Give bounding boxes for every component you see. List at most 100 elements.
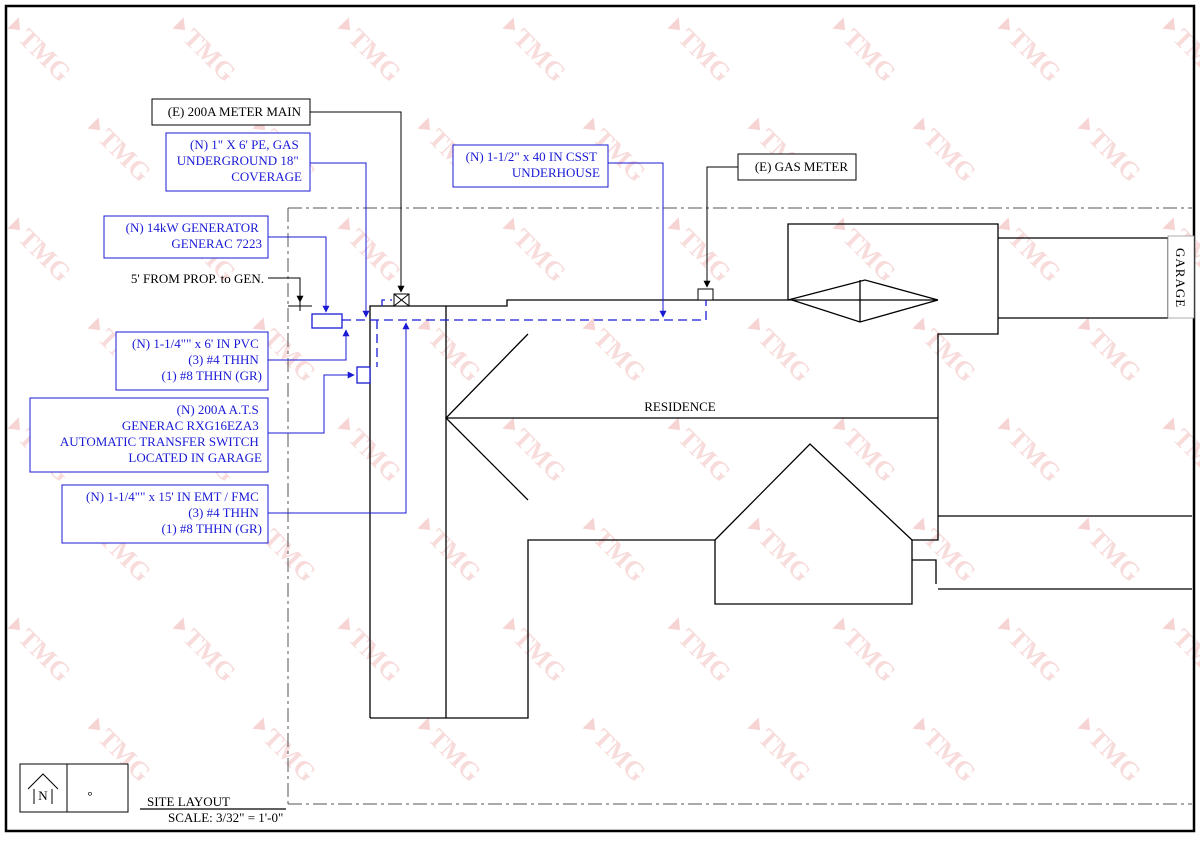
watermark-mark: TMG bbox=[502, 417, 572, 487]
watermark-mark: TMG bbox=[747, 717, 817, 787]
watermark-text: TMG bbox=[587, 523, 651, 587]
watermark-text: TMG bbox=[837, 623, 901, 687]
garage-label-group: GARAGE bbox=[1167, 235, 1195, 319]
watermark-text: TMG bbox=[672, 423, 736, 487]
watermark-mark: TMG bbox=[417, 517, 487, 587]
watermark-mark: TMG bbox=[997, 217, 1067, 287]
watermark-mark: TMG bbox=[252, 717, 322, 787]
sheet-border bbox=[4, 4, 1196, 833]
watermark-text: TMG bbox=[12, 223, 76, 287]
watermark-mark: TMG bbox=[582, 717, 652, 787]
watermark-text: TMG bbox=[837, 223, 901, 287]
watermark-mark: TMG bbox=[87, 117, 157, 187]
watermark-text: TMG bbox=[422, 723, 486, 787]
callout-ats: (N) 200A A.T.S GENERAC RXG16EZA3 AUTOMAT… bbox=[29, 397, 269, 473]
blue-leaders bbox=[268, 162, 667, 514]
callout-meter-main: (E) 200A METER MAIN bbox=[151, 98, 311, 126]
watermark-mark: TMG bbox=[1077, 117, 1147, 187]
watermark-mark: TMG bbox=[7, 217, 77, 287]
watermark-mark: TMG bbox=[832, 617, 902, 687]
watermark-text: TMG bbox=[837, 23, 901, 87]
watermark-text: TMG bbox=[12, 623, 76, 687]
watermark-mark: TMG bbox=[502, 17, 572, 87]
watermark-mark: TMG bbox=[667, 417, 737, 487]
watermark-mark: TMG bbox=[502, 217, 572, 287]
watermark-text: TMG bbox=[342, 423, 406, 487]
watermark-text: TMG bbox=[422, 323, 486, 387]
watermark-mark: TMG bbox=[667, 617, 737, 687]
callout-pvc: (N) 1-1/4"" x 6' IN PVC (3) #4 THHN (1) … bbox=[115, 331, 269, 391]
watermark-text: TMG bbox=[672, 23, 736, 87]
watermark-mark: TMG bbox=[417, 717, 487, 787]
watermark-text: TMG bbox=[507, 623, 571, 687]
watermark-mark: TMG bbox=[337, 17, 407, 87]
watermark-text: TMG bbox=[257, 723, 321, 787]
watermark-text: TMG bbox=[917, 523, 981, 587]
watermark-text: TMG bbox=[752, 523, 816, 587]
generator-symbol bbox=[311, 313, 343, 329]
watermark-mark: TMG bbox=[667, 17, 737, 87]
watermark-text: TMG bbox=[752, 323, 816, 387]
watermark-mark: TMG bbox=[7, 617, 77, 687]
watermark-text: TMG bbox=[1002, 423, 1066, 487]
watermark-text: TMG bbox=[177, 23, 241, 87]
watermark-text: TMG bbox=[1082, 323, 1146, 387]
callout-ats-text: (N) 200A A.T.S GENERAC RXG16EZA3 AUTOMAT… bbox=[60, 402, 262, 465]
watermark-text: TMG bbox=[1002, 223, 1066, 287]
black-leaders bbox=[268, 111, 744, 303]
watermark-text: TMG bbox=[507, 223, 571, 287]
watermark-mark: TMG bbox=[417, 317, 487, 387]
watermark-text: TMG bbox=[752, 723, 816, 787]
residence-footprint bbox=[369, 223, 1192, 719]
watermark-text: TMG bbox=[1082, 123, 1146, 187]
callout-generator: (N) 14kW GENERATOR GENERAC 7223 bbox=[103, 215, 269, 259]
meter-main-symbol bbox=[393, 293, 410, 307]
gas-meter-symbol bbox=[697, 288, 714, 301]
watermark-mark: TMG bbox=[747, 317, 817, 387]
callout-emt: (N) 1-1/4"" x 15' IN EMT / FMC (3) #4 TH… bbox=[61, 484, 269, 544]
callout-pvc-text: (N) 1-1/4"" x 6' IN PVC (3) #4 THHN (1) … bbox=[132, 336, 262, 383]
watermark-text: TMG bbox=[177, 623, 241, 687]
property-line bbox=[287, 207, 1192, 805]
watermark-text: TMG bbox=[837, 423, 901, 487]
drawing-title: SITE LAYOUT bbox=[147, 794, 230, 809]
watermark-mark: TMG bbox=[582, 517, 652, 587]
watermark-mark: TMG bbox=[667, 217, 737, 287]
watermark-text: TMG bbox=[587, 723, 651, 787]
watermark-text: TMG bbox=[422, 523, 486, 587]
new-conduit-runs bbox=[342, 299, 707, 367]
watermark-mark: TMG bbox=[7, 17, 77, 87]
watermark-text: TMG bbox=[507, 423, 571, 487]
watermark-mark: TMG bbox=[997, 417, 1067, 487]
garage-label: GARAGE bbox=[1173, 248, 1188, 308]
watermark-mark: TMG bbox=[1077, 717, 1147, 787]
watermark-text: TMG bbox=[917, 323, 981, 387]
watermark-mark: TMG bbox=[832, 417, 902, 487]
watermark-mark: TMG bbox=[997, 17, 1067, 87]
callout-generator-text: (N) 14kW GENERATOR GENERAC 7223 bbox=[126, 220, 262, 251]
watermark-mark: TMG bbox=[1077, 517, 1147, 587]
callout-prop-distance-text: 5' FROM PROP. to GEN. bbox=[131, 271, 264, 286]
callout-csst-text: (N) 1-1/2" x 40 IN CSST UNDERHOUSE bbox=[466, 149, 600, 180]
watermark-text: TMG bbox=[342, 623, 406, 687]
watermark-text: TMG bbox=[1082, 523, 1146, 587]
north-note: ° bbox=[87, 788, 92, 803]
watermark-text: TMG bbox=[507, 23, 571, 87]
callout-gas-meter-text: (E) GAS METER bbox=[755, 159, 848, 174]
callout-prop-distance: 5' FROM PROP. to GEN. bbox=[131, 271, 264, 286]
north-arrow-block: N ° bbox=[19, 763, 129, 813]
watermark-mark: TMG bbox=[1077, 317, 1147, 387]
watermark-mark: TMG bbox=[582, 317, 652, 387]
callout-emt-text: (N) 1-1/4"" x 15' IN EMT / FMC (3) #4 TH… bbox=[86, 489, 262, 536]
watermark-mark: TMG bbox=[997, 617, 1067, 687]
watermark-text: TMG bbox=[672, 623, 736, 687]
callout-gas-meter: (E) GAS METER bbox=[737, 153, 857, 181]
watermark-mark: TMG bbox=[172, 617, 242, 687]
watermark-mark: TMG bbox=[912, 517, 982, 587]
watermark-text: TMG bbox=[917, 723, 981, 787]
drawing-scale: SCALE: 3/32" = 1'-0" bbox=[168, 810, 283, 825]
north-arrow-icon bbox=[27, 773, 59, 804]
watermark-text: TMG bbox=[1002, 623, 1066, 687]
